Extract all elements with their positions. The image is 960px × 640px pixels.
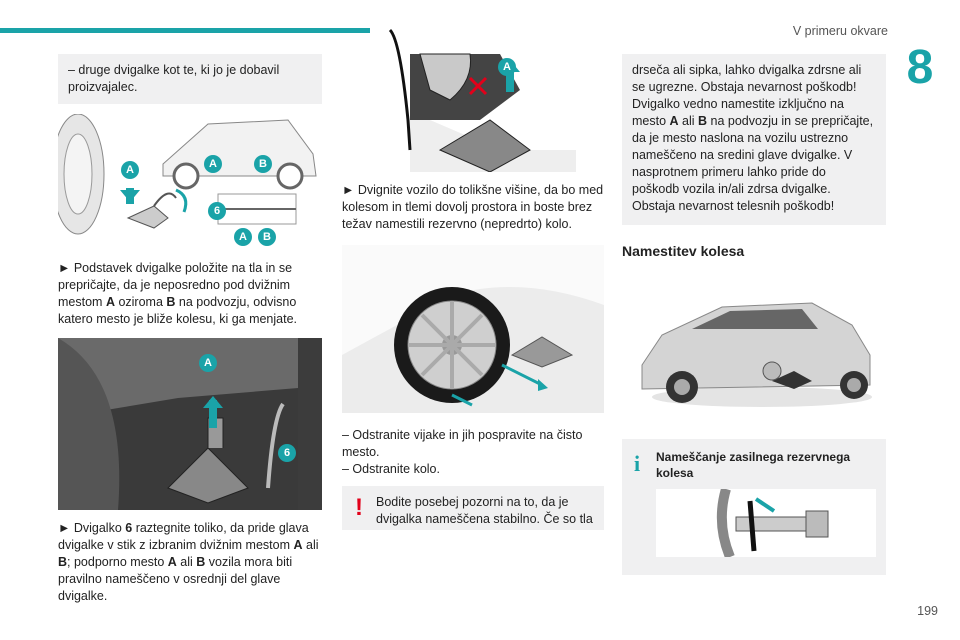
- label-a-marker: A: [121, 161, 139, 179]
- label-a-detail-marker: A: [234, 228, 252, 246]
- label-6-marker: 6: [208, 202, 226, 220]
- step-extend-jack: ► Dvigalko 6 raztegnite toliko, da pride…: [58, 521, 319, 603]
- step-remove-bolts: – Odstranite vijake in jih pospravite na…: [342, 428, 583, 459]
- figure-jack-extend: A 6: [58, 338, 322, 510]
- section-heading-wheel-fitting: Namestitev kolesa: [622, 243, 745, 259]
- figure-jack-points: A 6 A B A B: [58, 114, 322, 250]
- section-title-header: V primeru okvare: [792, 24, 888, 38]
- intro-note-box: – druge dvigalke kot te, ki jo je dobavi…: [58, 54, 322, 104]
- chapter-number: 8: [906, 41, 934, 94]
- header-accent-bar: [0, 28, 472, 33]
- warning-continued-box: drseča ali sipka, lahko dvigalka zdrsne …: [622, 54, 886, 225]
- column-1: – druge dvigalke kot te, ki jo je dobavi…: [58, 54, 322, 605]
- label-a-car-marker: A: [204, 155, 222, 173]
- column-2: A ► Dvignite vozilo do tolikšne višine, …: [342, 0, 604, 530]
- page-number: 199: [917, 604, 938, 618]
- warning-icon: !: [355, 494, 363, 521]
- figure-remove-bolts: [342, 245, 604, 413]
- figure-jack-raised: A: [370, 0, 576, 172]
- figure-spare-bolt: [656, 489, 876, 557]
- figure-car-on-jack: [622, 285, 886, 417]
- info-title: Nameščanje zasilnega rezervnega kolesa: [656, 450, 851, 480]
- label-b-detail-marker: B: [258, 228, 276, 246]
- label-a-marker-3: A: [498, 58, 516, 76]
- label-a-marker-2: A: [199, 354, 217, 372]
- info-box-spare-wheel: i Nameščanje zasilnega rezervnega kolesa: [622, 439, 886, 575]
- warning-text: Bodite posebej pozorni na to, da je dvig…: [376, 495, 593, 526]
- intro-note-text: – druge dvigalke kot te, ki jo je dobavi…: [68, 63, 280, 94]
- warning-box: ! Bodite posebej pozorni na to, da je dv…: [342, 486, 604, 530]
- column-3: drseča ali sipka, lahko dvigalka zdrsne …: [622, 54, 886, 575]
- step-remove-wheel: – Odstranite kolo.: [342, 462, 440, 476]
- label-b-car-marker: B: [254, 155, 272, 173]
- step-place-jack: ► Podstavek dvigalke položite na tla in …: [58, 261, 298, 326]
- label-6-marker-2: 6: [278, 444, 296, 462]
- step-raise-vehicle: ► Dvignite vozilo do tolikšne višine, da…: [342, 183, 604, 231]
- info-icon: i: [634, 451, 641, 476]
